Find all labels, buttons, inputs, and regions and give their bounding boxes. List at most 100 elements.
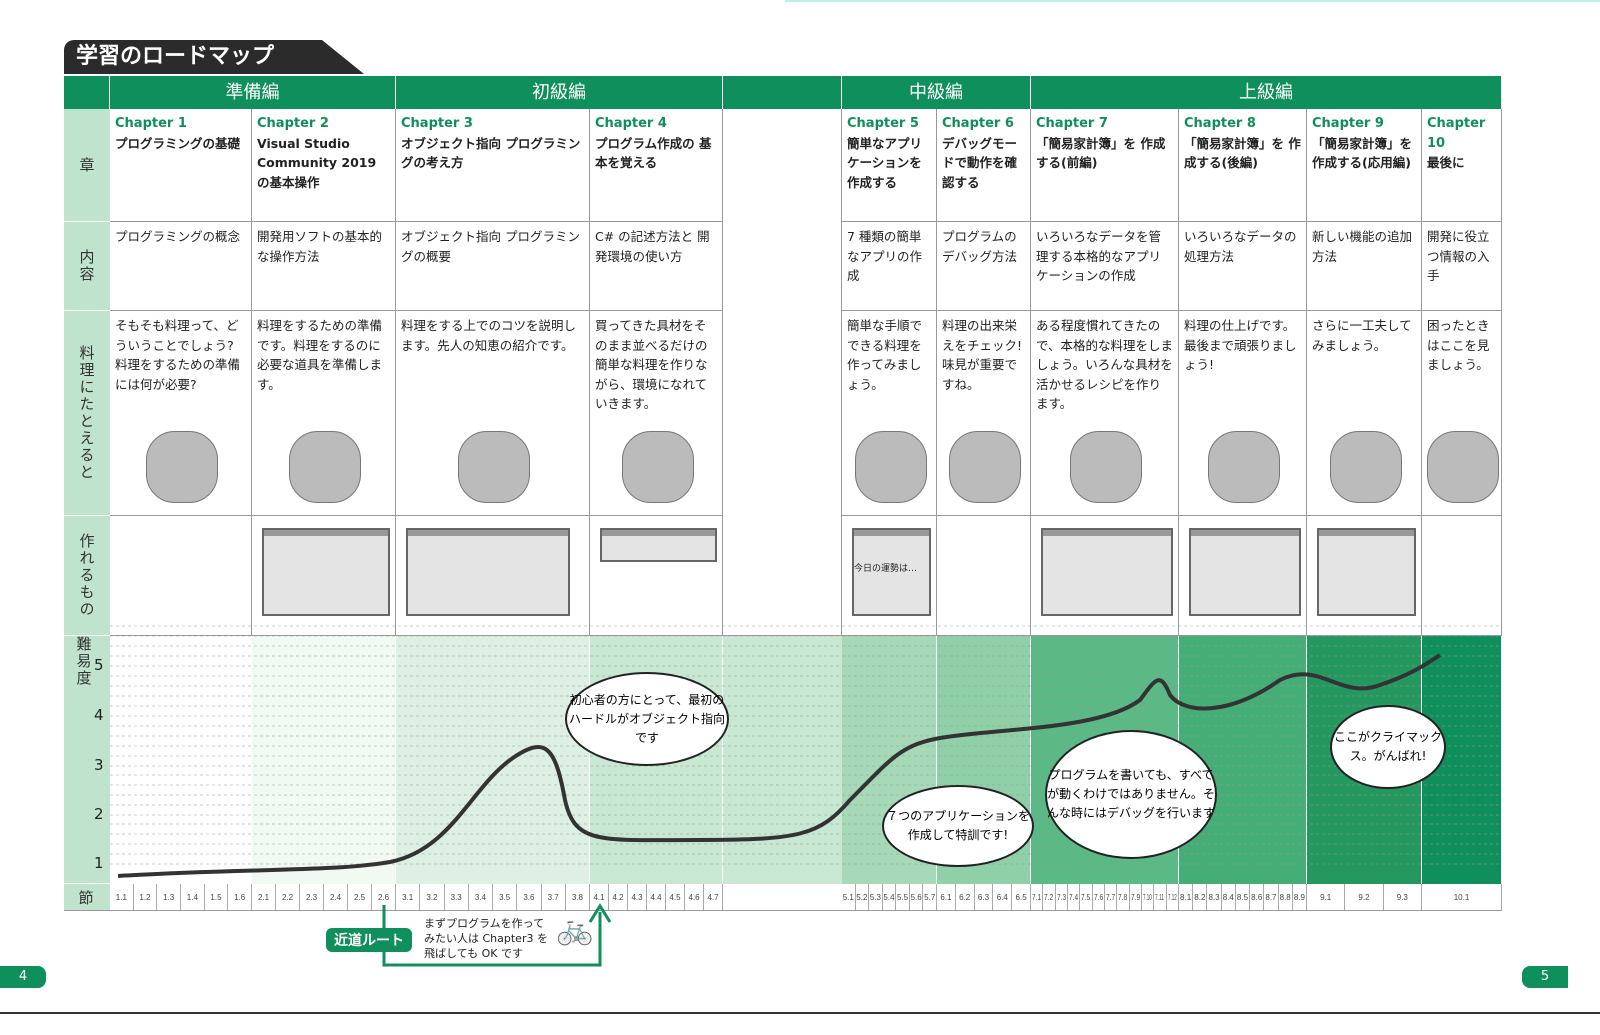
section-number: 5.1 xyxy=(842,893,854,902)
section-cell: 5.4 xyxy=(883,884,897,911)
section-cell: 1.1 xyxy=(110,884,134,911)
food-illustration-icon xyxy=(949,431,1021,503)
bubble-debug: プログラムを書いても、すべてが動くわけではありません。そんな時にはデバッグを行い… xyxy=(1045,730,1217,859)
section-number: 3.3 xyxy=(450,893,462,902)
section-number: 4.5 xyxy=(669,893,681,902)
section-cell: 9.3 xyxy=(1384,884,1422,911)
band-advanced: 上級編 xyxy=(1031,76,1502,109)
chapter-cell: Chapter 9「簡易家計簿」を 作成する(応用編) xyxy=(1307,109,1422,222)
row-label-cooking: 料理にたとえると xyxy=(64,311,110,516)
band-beginner: 初級編 xyxy=(396,76,723,109)
band-intermediate: 中級編 xyxy=(842,76,1031,109)
bottom-rule xyxy=(0,1012,1600,1014)
section-number: 4.2 xyxy=(612,893,624,902)
cooking-cell: 困ったときはここを見ましょう。 xyxy=(1422,311,1502,516)
section-cell: 9.1 xyxy=(1307,884,1346,911)
band-prep: 準備編 xyxy=(110,76,396,109)
cooking-cell: そもそも料理って、どういうことでしょう?料理をするための準備には何が必要? xyxy=(110,311,252,516)
shortcut-note: まずプログラムを作ってみたい人は Chapter3 を飛ばしても OK です xyxy=(424,917,548,960)
content-cell: いろいろなデータの処理方法 xyxy=(1179,222,1307,311)
cooking-cell: 料理をするための準備です。料理をするのに必要な道具を準備します。 xyxy=(252,311,396,516)
chapter-number: Chapter 1 xyxy=(115,116,187,131)
section-cell: 3.4 xyxy=(469,884,493,911)
section-number: 2.6 xyxy=(377,893,390,902)
cooking-cell: ある程度慣れてきたので、本格的な料理をしましょう。いろんな具材を活かせるレシピを… xyxy=(1031,311,1179,516)
make-cell xyxy=(252,516,396,636)
empty-column xyxy=(723,109,842,636)
app-window-thumbnail xyxy=(600,528,717,562)
section-cell: 5.6 xyxy=(910,884,924,911)
chapter-number: Chapter 8 xyxy=(1184,116,1256,131)
content-cell: プログラムのデバッグ方法 xyxy=(937,222,1031,311)
bicycle-rider-icon: 🚲 xyxy=(556,912,594,947)
page-title: 学習のロードマップ xyxy=(64,40,364,74)
cooking-cell: 料理の出来栄えをチェック!味見が重要ですね。 xyxy=(937,311,1031,516)
make-cell xyxy=(396,516,590,636)
cooking-text: 料理の仕上げです。最後まで頑張りましょう! xyxy=(1184,318,1297,372)
section-number: 4.6 xyxy=(688,893,700,902)
section-cell: 9.2 xyxy=(1345,884,1384,911)
content-cell: 7 種類の簡単なアプリの作成 xyxy=(842,222,937,311)
difficulty-zone xyxy=(252,636,396,884)
section-number: 3.8 xyxy=(571,893,583,902)
section-cell: 4.6 xyxy=(685,884,704,911)
bubble-oop: 初心者の方にとって、最初のハードルがオブジェクト指向です xyxy=(565,672,729,766)
row-label-chapter: 章 xyxy=(64,109,110,222)
bubble-apps: ７つのアプリケーションを作成して特訓です! xyxy=(882,785,1034,867)
section-cell: 6.3 xyxy=(975,884,994,911)
shortcut-arrow-icon xyxy=(588,903,612,923)
section-number: 9.1 xyxy=(1320,893,1332,902)
chapter-cell: Chapter 7「簡易家計簿」を 作成する(前編) xyxy=(1031,109,1179,222)
section-cell: 7.5 xyxy=(1080,884,1093,911)
section-cell: 2.3 xyxy=(300,884,324,911)
section-cell: 2.5 xyxy=(348,884,372,911)
band-corner xyxy=(64,76,110,109)
food-illustration-icon xyxy=(1070,431,1142,503)
chapter-number: Chapter 9 xyxy=(1312,116,1384,131)
section-number: 7.2 xyxy=(1044,893,1054,902)
cooking-text: 困ったときはここを見ましょう。 xyxy=(1427,318,1490,372)
section-number: 4.7 xyxy=(707,893,719,902)
section-cell: 3.5 xyxy=(493,884,518,911)
section-cell: 8.3 xyxy=(1207,884,1222,911)
section-cell: 6.2 xyxy=(956,884,975,911)
section-number: 1.2 xyxy=(139,893,151,902)
section-cell: 1.3 xyxy=(157,884,181,911)
make-cell xyxy=(1307,516,1422,636)
section-number: 8.1 xyxy=(1180,893,1192,902)
section-cell: 4.2 xyxy=(609,884,628,911)
section-number: 7.1 xyxy=(1032,893,1042,902)
section-number: 7.11 xyxy=(1155,893,1165,902)
chapter-title: 最後に xyxy=(1427,155,1465,170)
section-number: 2.2 xyxy=(281,893,294,902)
section-number: 3.2 xyxy=(426,893,438,902)
section-cell: 8.1 xyxy=(1179,884,1194,911)
difficulty-tick: 4 xyxy=(94,706,104,724)
section-number: 8.4 xyxy=(1222,893,1234,902)
section-number: 7.4 xyxy=(1069,893,1079,902)
make-cell xyxy=(110,516,252,636)
section-cell: 5.2 xyxy=(856,884,870,911)
section-number: 6.5 xyxy=(1015,893,1027,902)
section-number: 5.5 xyxy=(897,893,909,902)
section-cell: 6.1 xyxy=(937,884,956,911)
section-cell: 4.4 xyxy=(647,884,666,911)
row-label-make: 作れるもの xyxy=(64,516,110,636)
content-cell: 開発に役立つ情報の入手 xyxy=(1422,222,1502,311)
section-cell: 7.9 xyxy=(1130,884,1142,911)
section-cell: 7.12 xyxy=(1167,884,1179,911)
section-cell: 6.5 xyxy=(1012,884,1031,911)
food-illustration-icon xyxy=(289,431,361,503)
section-number: 7.7 xyxy=(1106,893,1116,902)
difficulty-tick: 1 xyxy=(94,854,104,872)
chapter-number: Chapter 10 xyxy=(1427,116,1486,151)
section-cell: 7.8 xyxy=(1117,884,1130,911)
section-cell: 2.2 xyxy=(276,884,300,911)
section-number: 8.9 xyxy=(1293,893,1305,902)
section-cell: 7.10 xyxy=(1142,884,1155,911)
